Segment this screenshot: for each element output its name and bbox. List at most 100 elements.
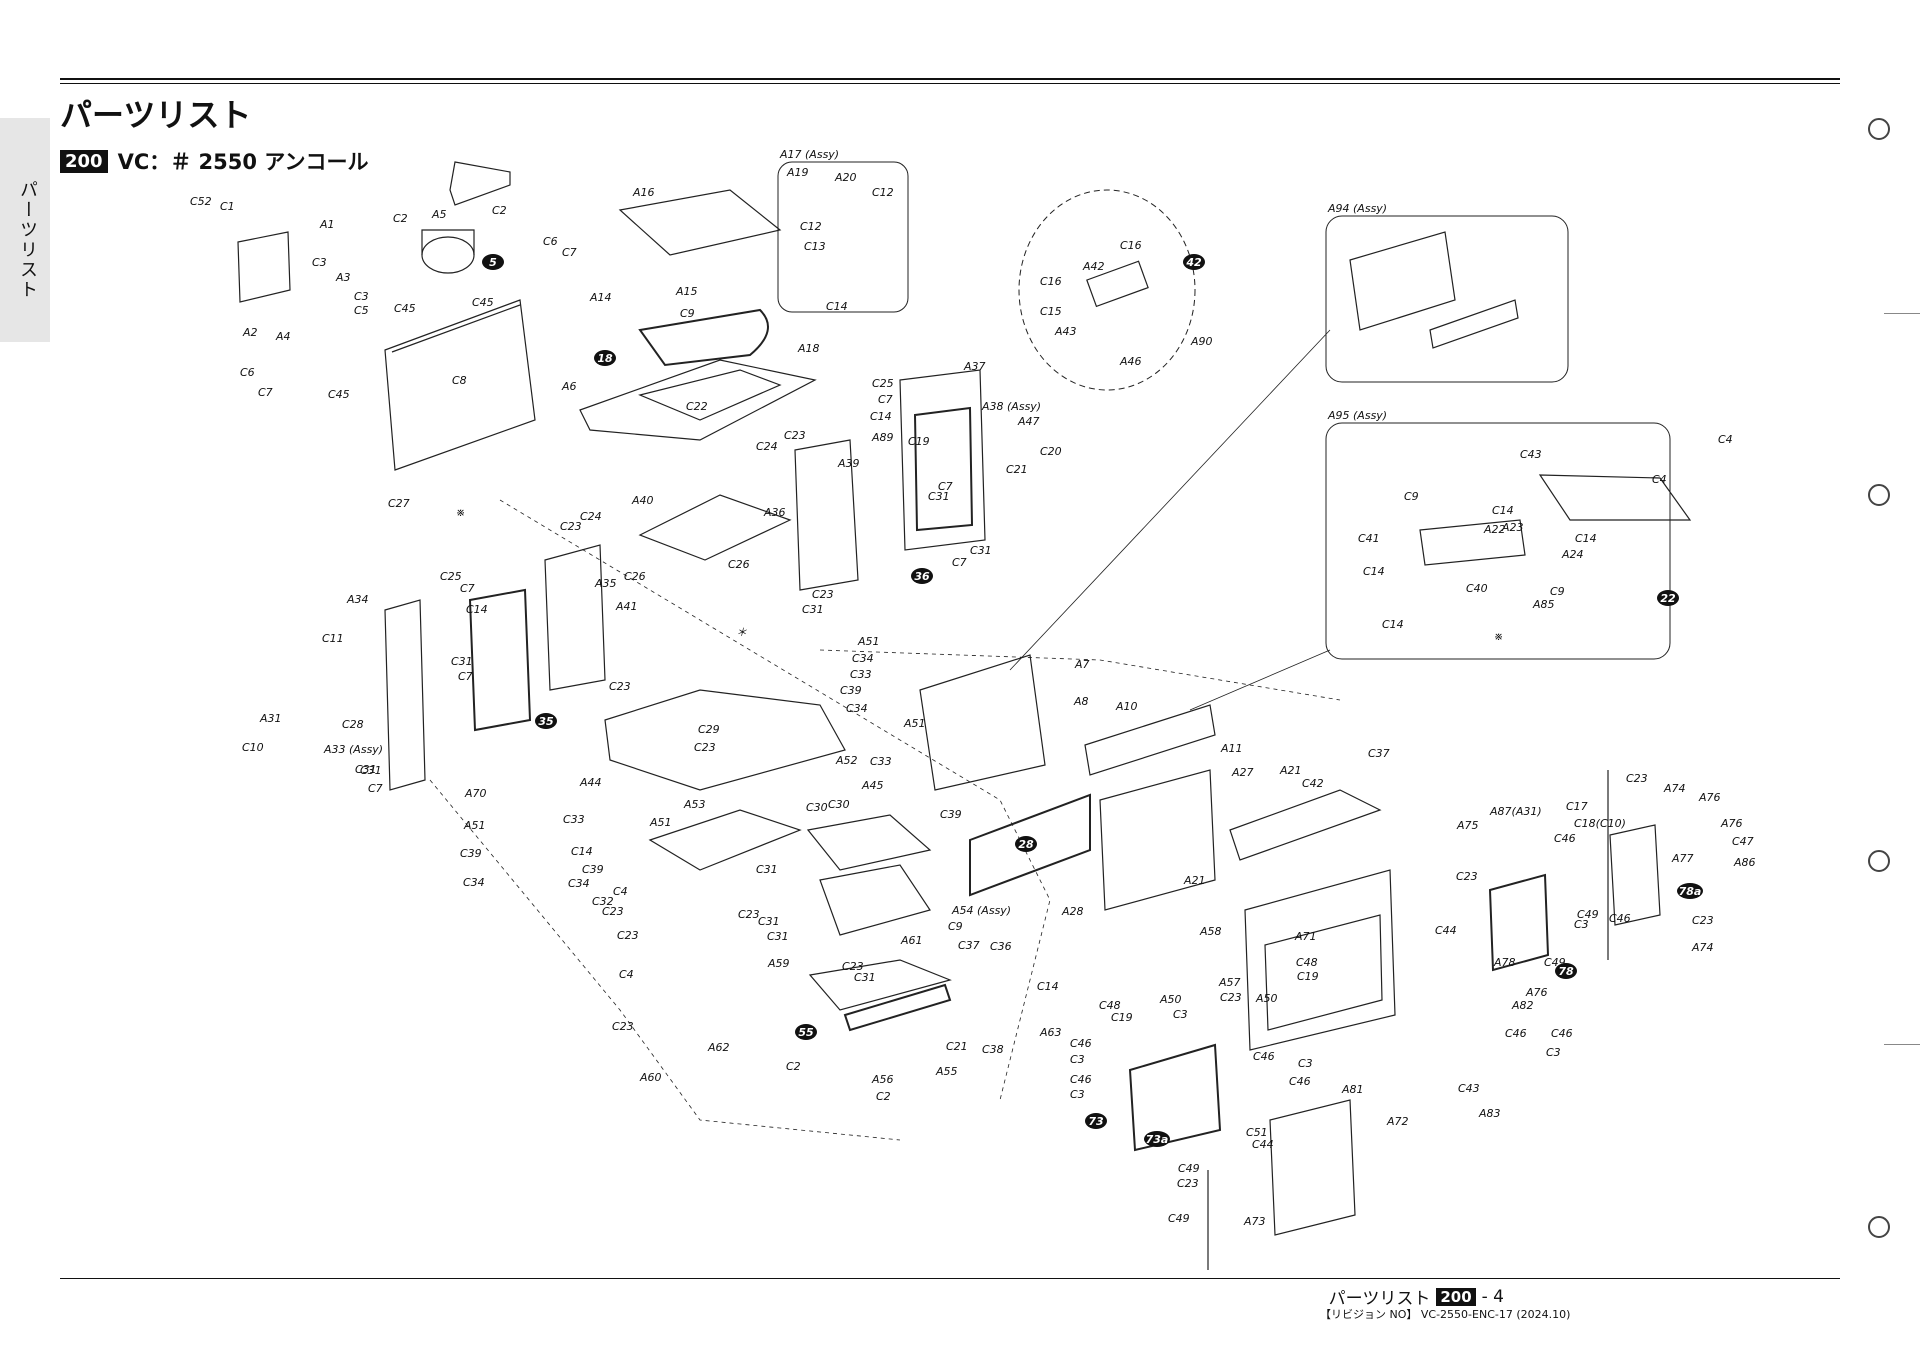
- part-callout-label: C46: [1551, 1027, 1573, 1040]
- part-callout-label: C3: [1173, 1008, 1188, 1021]
- part-callout-label: C7: [368, 782, 383, 795]
- part-callout-label: C9: [0, 0, 15, 3]
- part-callout-label: A46: [1119, 355, 1142, 368]
- callout-bubble-shape: [535, 713, 557, 729]
- part-callout-label: C33: [850, 668, 872, 681]
- part-callout-label: C7: [562, 246, 577, 259]
- part-callout-label: C3: [1546, 1046, 1561, 1059]
- part-callout-label: C31: [758, 915, 780, 928]
- part-callout-label: C24: [756, 440, 778, 453]
- part-callout-label: A1: [319, 218, 335, 231]
- callout-bubble-shape: [594, 350, 616, 366]
- part-callout-label: C40: [1466, 582, 1488, 595]
- fold-mark: [1884, 313, 1920, 314]
- part-callout-label: C9: [680, 307, 695, 320]
- part-callout-label: C34: [463, 876, 485, 889]
- part-callout-label: C13: [804, 240, 826, 253]
- part-callout-label: C7: [258, 386, 273, 399]
- part-callout-label: A8: [1073, 695, 1089, 708]
- part-callout-label: C23: [784, 429, 806, 442]
- part-callout-label: C14: [1382, 618, 1404, 631]
- revision-number: 【リビジョン NO】 VC-2550-ENC-17 (2024.10): [1320, 1308, 1571, 1321]
- part-callout-label: A53: [683, 798, 706, 811]
- part-callout-label: A21: [1279, 764, 1302, 777]
- gasket-callout-badge: 78: [1555, 963, 1577, 979]
- part-callout-label: C23: [1692, 914, 1714, 927]
- assy-label-a33: A33 (Assy): [323, 743, 383, 756]
- part-callout-label: A76: [1525, 986, 1548, 999]
- part-callout-label: C12: [872, 186, 894, 199]
- part-callout-label: C37: [958, 939, 980, 952]
- part-callout-label: C47: [1732, 835, 1754, 848]
- part-callout-label: C8: [452, 374, 467, 387]
- callout-bubble-number: 36: [914, 570, 930, 583]
- part-callout-label: A5: [431, 208, 447, 221]
- part-callout-label: C17: [1566, 800, 1588, 813]
- part-callout-label: C19: [1297, 970, 1319, 983]
- diagram-drawing: [237, 161, 1692, 1270]
- part-callout-label: C23: [738, 908, 760, 921]
- footer-page: - 4: [1481, 1286, 1504, 1307]
- part-callout-label: A7: [1074, 658, 1090, 671]
- section-heading: 200 VC：＃ 2550 アンコール: [60, 146, 368, 176]
- binder-hole-icon: [1868, 1216, 1890, 1238]
- assy-label-a95: A95 (Assy): [1327, 409, 1387, 422]
- part-callout-label: A90: [1190, 335, 1213, 348]
- part-callout-label: C14: [870, 410, 892, 423]
- note-mark: ＊: [736, 626, 747, 639]
- part-callout-label: A23: [1501, 521, 1524, 534]
- footer-badge: 200: [1436, 1287, 1476, 1306]
- part-callout-label: C9: [1404, 490, 1419, 503]
- part-callout-label: C41: [1358, 532, 1380, 545]
- part-callout-label: C34: [846, 702, 868, 715]
- part-callout-label: C10: [242, 741, 264, 754]
- part-callout-label: A35: [594, 577, 617, 590]
- gasket-callout-badge: 5: [482, 254, 504, 270]
- part-callout-label: A89: [871, 431, 894, 444]
- part-callout-label: A85: [1532, 598, 1555, 611]
- part-callout-label: A42: [1082, 260, 1105, 273]
- part-callout-label: A45: [861, 779, 884, 792]
- part-callout-label: C39: [460, 847, 482, 860]
- part-callout-label: C38: [982, 1043, 1004, 1056]
- part-callout-label: C31: [928, 490, 950, 503]
- part-callout-label: A82: [1511, 999, 1534, 1012]
- part-callout-label: A63: [1039, 1026, 1062, 1039]
- callout-bubble-number: 18: [597, 352, 613, 365]
- part-callout-label: A86: [1733, 856, 1756, 869]
- part-callout-label: C49: [1178, 1162, 1200, 1175]
- part-callout-label: C19: [1111, 1011, 1133, 1024]
- part-callout-label: A51: [903, 717, 926, 730]
- part-callout-label: A21: [1183, 874, 1206, 887]
- part-callout-label: C26: [728, 558, 750, 571]
- part-callout-label: C32: [592, 895, 614, 908]
- callout-bubble-shape: [1555, 963, 1577, 979]
- callout-bubble-number: 5: [489, 256, 497, 269]
- part-callout-label: C46: [1505, 1027, 1527, 1040]
- part-callout-label: A58: [1199, 925, 1222, 938]
- part-callout-label: C42: [1302, 777, 1324, 790]
- part-callout-label: C33: [870, 755, 892, 768]
- callout-bubble-number: 55: [798, 1026, 814, 1039]
- part-callout-label: A75: [1456, 819, 1479, 832]
- binder-hole-icon: [1868, 484, 1890, 506]
- part-callout-label: C46: [1554, 832, 1576, 845]
- part-callout-label: C21: [946, 1040, 968, 1053]
- part-callout-label: C14: [466, 603, 488, 616]
- gasket-callout-badge: 22: [1657, 590, 1679, 606]
- part-callout-label: C23: [617, 929, 639, 942]
- callout-bubble-shape: [1657, 590, 1679, 606]
- callout-bubble-shape: [1183, 254, 1205, 270]
- assy-label-a94: A94 (Assy): [1327, 202, 1387, 215]
- part-callout-label: C23: [694, 741, 716, 754]
- callout-bubble-shape: [1144, 1131, 1170, 1147]
- part-callout-label: A20: [834, 171, 857, 184]
- part-callout-label: C39: [840, 684, 862, 697]
- gasket-callout-badge: 18: [594, 350, 616, 366]
- part-callout-label: A10: [1115, 700, 1138, 713]
- part-callout-label: A40: [631, 494, 654, 507]
- part-callout-label: A72: [1386, 1115, 1409, 1128]
- part-callout-label: A22: [1483, 523, 1506, 536]
- side-tab-label: パーツリスト: [17, 180, 38, 300]
